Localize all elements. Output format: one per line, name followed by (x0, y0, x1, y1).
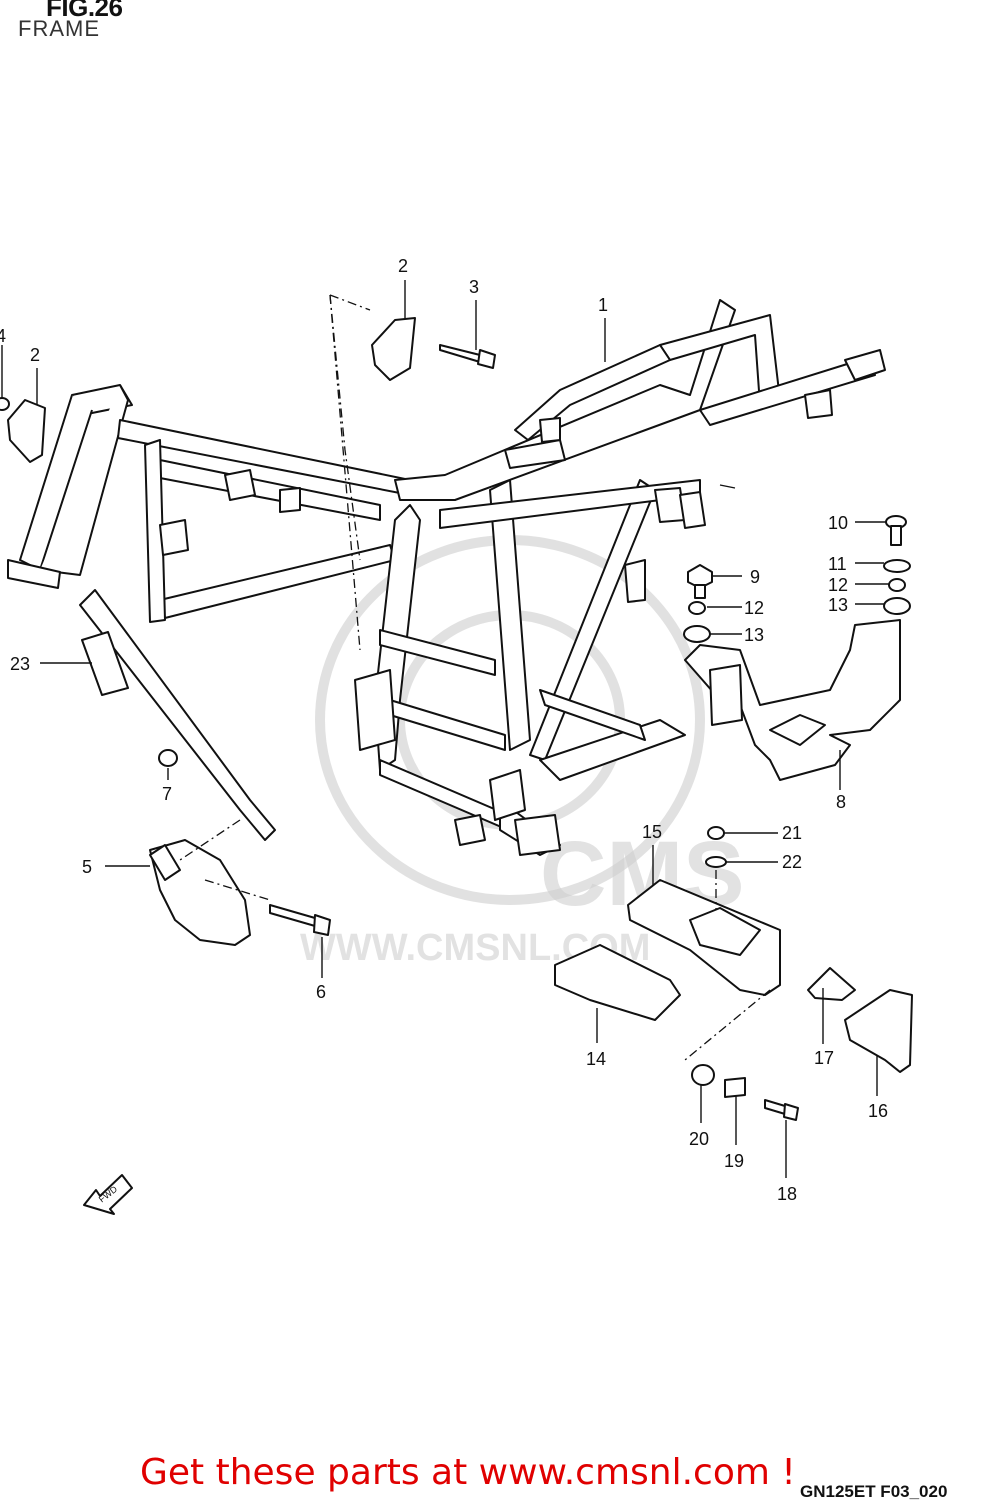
collar-part-19[interactable] (724, 1077, 746, 1098)
callout-22: 22 (782, 852, 802, 872)
bolt-part-18[interactable] (764, 1099, 799, 1121)
bolt-part-9[interactable] (687, 564, 713, 599)
footrest-bracket-part-5[interactable] (149, 839, 251, 946)
callout-8: 8 (836, 792, 846, 812)
washer-part-4[interactable] (0, 397, 10, 411)
callout-10: 10 (828, 513, 848, 533)
callout-19: 19 (724, 1151, 744, 1171)
frame-decal-part-23[interactable] (81, 631, 129, 696)
main-frame-part-1[interactable] (7, 299, 886, 856)
callout-15: 15 (642, 822, 662, 842)
cushion-part-12[interactable] (688, 578, 906, 615)
callout-18: 18 (777, 1184, 797, 1204)
bolt-part-6[interactable] (269, 904, 331, 936)
callout-2-upper: 2 (398, 256, 408, 276)
bracket-part-17[interactable] (807, 967, 856, 1001)
gusset-bracket-part-2[interactable] (7, 317, 416, 463)
cushion-part-13[interactable] (683, 597, 911, 643)
callout-14: 14 (586, 1049, 606, 1069)
cover-part-14[interactable] (554, 944, 681, 1021)
callout-7: 7 (162, 784, 172, 804)
get-parts-link[interactable]: Get these parts at www.cmsnl.com ! (140, 1452, 796, 1493)
callout-23: 23 (10, 654, 30, 674)
callout-12-right: 12 (828, 575, 848, 595)
callout-6: 6 (316, 982, 326, 1002)
callout-9: 9 (750, 567, 760, 587)
washer-part-11[interactable] (883, 559, 911, 573)
drawing-code: GN125ET F03_020 (800, 1482, 948, 1501)
callout-13-right: 13 (828, 595, 848, 615)
figure-title: FIG.26 (46, 0, 123, 22)
callout-labels: 1 2 2 3 4 5 6 7 8 9 10 11 12 12 13 13 14… (0, 256, 888, 1204)
callout-11: 11 (828, 554, 847, 574)
callout-17: 17 (814, 1048, 834, 1068)
callout-2-left: 2 (30, 345, 40, 365)
bolt-part-3[interactable] (439, 344, 496, 369)
callout-16: 16 (868, 1101, 888, 1121)
grommet-part-20[interactable] (691, 1064, 715, 1086)
battery-case-part-15[interactable] (627, 879, 781, 996)
callout-4: 4 (0, 326, 6, 346)
assembly-guide-lines (179, 294, 771, 1061)
callout-5: 5 (82, 857, 92, 877)
callout-1: 1 (598, 295, 608, 315)
callout-12-left: 12 (744, 598, 764, 618)
callout-13-left: 13 (744, 625, 764, 645)
forward-arrow-icon: FWD (83, 1174, 133, 1215)
battery-bracket-part-8[interactable] (684, 619, 901, 781)
bushing-part-7[interactable] (158, 749, 178, 767)
callout-20: 20 (689, 1129, 709, 1149)
washer-part-22[interactable] (705, 856, 727, 868)
figure-subtitle: FRAME (18, 16, 100, 41)
screw-part-10[interactable] (885, 515, 907, 546)
nut-part-21[interactable] (707, 826, 725, 840)
heat-shield-part-16[interactable] (844, 989, 913, 1073)
callout-21: 21 (782, 823, 802, 843)
callout-3: 3 (469, 277, 479, 297)
callout-leader-lines (1, 280, 889, 1178)
